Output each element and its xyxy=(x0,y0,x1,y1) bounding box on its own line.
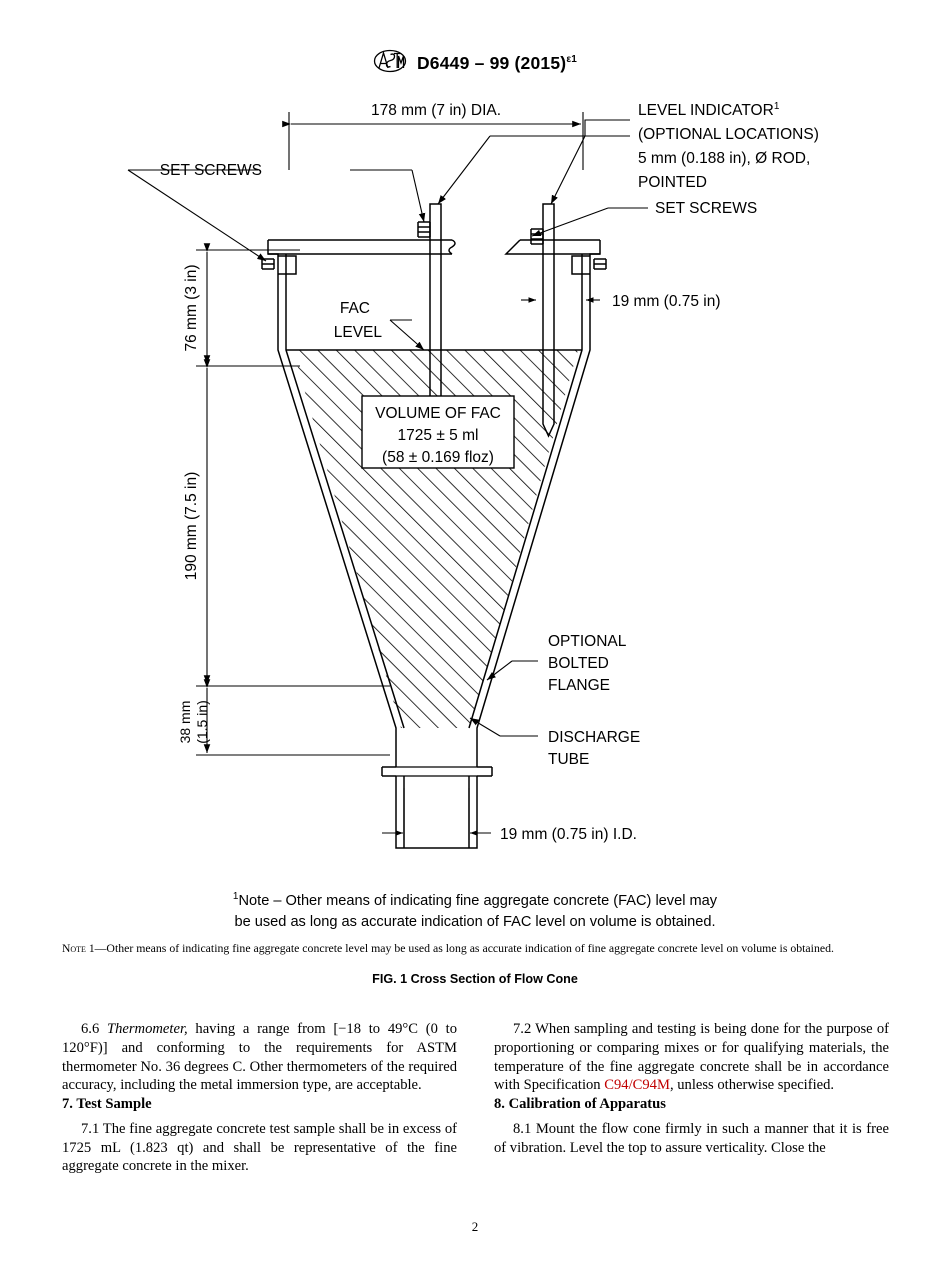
volume-callout-box xyxy=(361,395,515,469)
label-level-indicator-line4: POINTED xyxy=(638,174,707,191)
label-height-tube-line2: (1.5 in) xyxy=(194,700,210,744)
astm-logo-icon xyxy=(373,48,407,79)
label-height-tube-line1: 38 mm xyxy=(177,701,193,744)
label-volume-line1: VOLUME OF FAC xyxy=(375,405,501,422)
paragraph-7-2: 7.2 When sampling and testing is being d… xyxy=(494,1021,889,1094)
figure-caption: FIG. 1 Cross Section of Flow Cone xyxy=(372,972,578,986)
label-level-indicator-line1: LEVEL INDICATOR1 xyxy=(638,101,780,119)
right-column: 7.2 When sampling and testing is being d… xyxy=(494,1020,889,1176)
label-flange-line1: OPTIONAL xyxy=(548,633,627,650)
label-set-screws-left: SET SCREWS xyxy=(160,162,262,179)
body-columns: 6.6 Thermometer, having a range from [−1… xyxy=(62,1020,890,1176)
label-fac-level-line1: FAC xyxy=(340,300,370,317)
label-discharge-line2: TUBE xyxy=(548,751,589,768)
figure-footnote: 1Note – Other means of indicating fine a… xyxy=(232,891,718,931)
label-flange-line3: FLANGE xyxy=(548,677,610,694)
label-level-indicator-line3: 5 mm (0.188 in), Ø ROD, xyxy=(638,150,810,167)
flow-cone-drawing: 178 mm (7 in) DIA. SET SCREWS SET SCREWS… xyxy=(127,101,819,849)
document-header: D6449 – 99 (2015)ε1 xyxy=(0,48,950,79)
label-height-cylinder: 76 mm (3 in) xyxy=(183,265,200,352)
paragraph-7-1: 7.1 The fine aggregate concrete test sam… xyxy=(62,1120,457,1175)
label-discharge-line1: DISCHARGE xyxy=(548,729,640,746)
flow-cone-figure: 178 mm (7 in) DIA. SET SCREWS SET SCREWS… xyxy=(0,88,950,868)
label-top-diameter: 178 mm (7 in) DIA. xyxy=(371,102,501,119)
label-tube-id: 19 mm (0.75 in) I.D. xyxy=(500,826,637,843)
label-volume-line3: (58 ± 0.169 floz) xyxy=(382,449,494,466)
document-designation: D6449 – 99 (2015)ε1 xyxy=(416,53,578,73)
section-8-heading: 8. Calibration of Apparatus xyxy=(494,1096,666,1112)
section-7-heading: 7. Test Sample xyxy=(62,1096,152,1112)
paragraph-8-1: 8.1 Mount the flow cone firmly in such a… xyxy=(494,1120,889,1156)
page-number: 2 xyxy=(471,1219,479,1234)
label-flange-line2: BOLTED xyxy=(548,655,609,672)
note-1-block: Note 1—Other means of indicating fine ag… xyxy=(62,941,890,957)
note-label: Note 1 xyxy=(62,942,95,955)
left-column: 6.6 Thermometer, having a range from [−1… xyxy=(62,1020,457,1176)
label-level-indicator-line2: (OPTIONAL LOCATIONS) xyxy=(638,126,819,143)
label-height-cone: 190 mm (7.5 in) xyxy=(183,472,200,581)
label-set-screws-right: SET SCREWS xyxy=(655,200,757,217)
spec-cross-reference[interactable]: C94/C94M xyxy=(604,1077,670,1094)
paragraph-6-6: 6.6 Thermometer, having a range from [−1… xyxy=(62,1021,457,1094)
note-text: —Other means of indicating fine aggregat… xyxy=(94,941,834,955)
label-volume-line2: 1725 ± 5 ml xyxy=(398,427,479,444)
label-fac-level-line2: LEVEL xyxy=(334,324,383,341)
label-rod-offset: 19 mm (0.75 in) xyxy=(612,293,721,310)
